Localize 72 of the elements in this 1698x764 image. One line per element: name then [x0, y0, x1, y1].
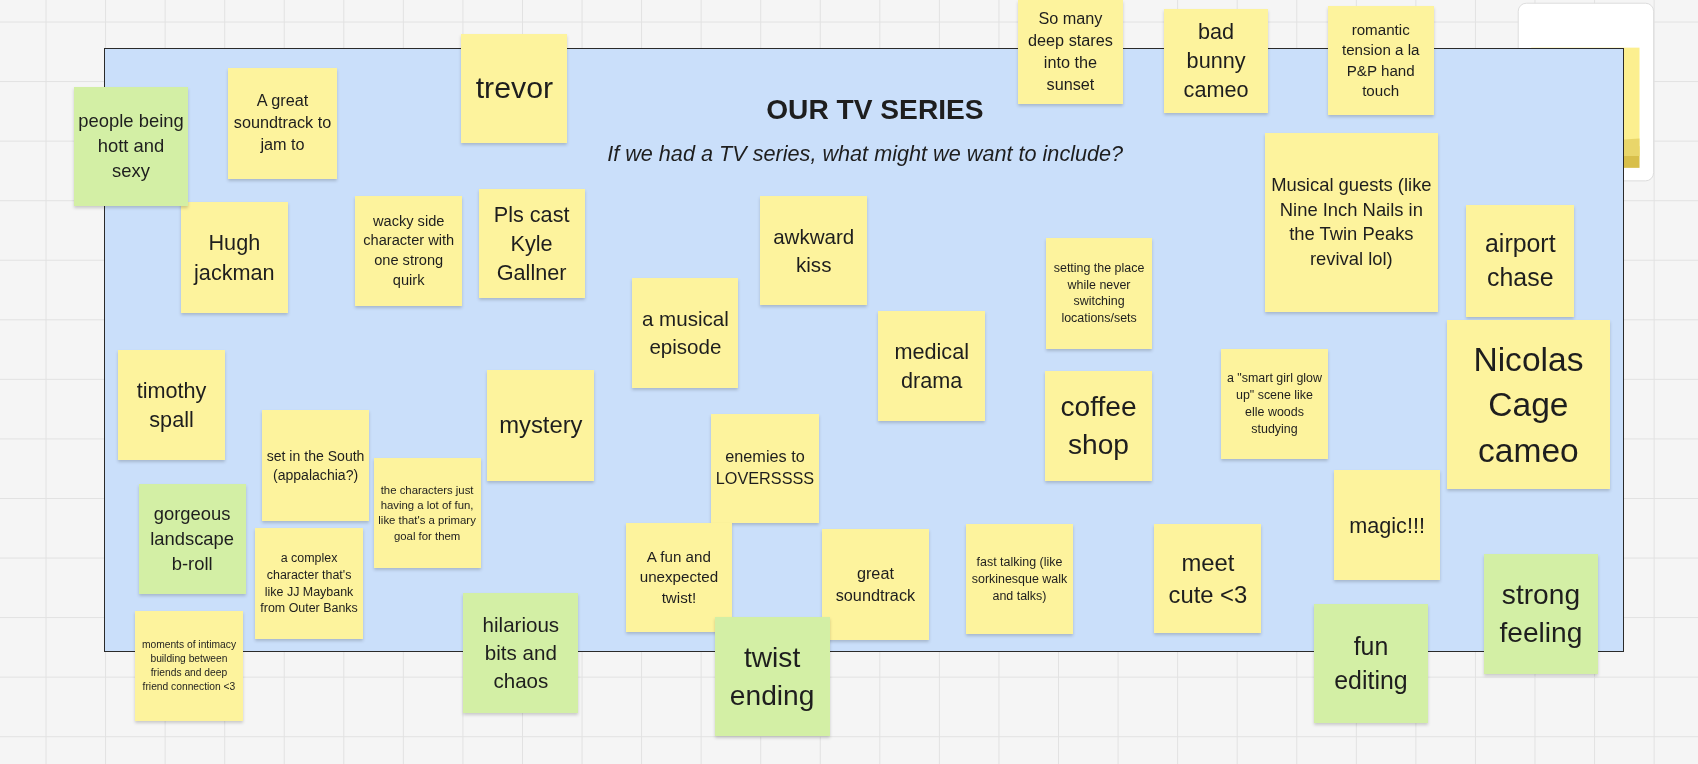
note-text: So many deep stares into the sunset [1027, 8, 1114, 95]
sticky-note [1466, 204, 1575, 318]
note-text: Hugh jackman [192, 229, 276, 287]
sticky-note [1327, 6, 1434, 115]
sticky-note [463, 593, 579, 713]
note-text: moments of intimacy building between friends and deep friend connection <3 [140, 638, 238, 694]
sticky-note [760, 195, 868, 306]
note-text: romantic tension a la P&P hand touch [1340, 19, 1421, 102]
note-text: twist ending [728, 640, 816, 713]
note-text: set in the South (appalachia?) [265, 446, 366, 485]
note-text: setting the place while never switching locations/sets [1052, 259, 1146, 327]
note-text: wacky side character with one strong quirk [362, 211, 456, 290]
board-subtitle: If we had a TV series, what might we want to include? [607, 140, 1124, 167]
sticky-note [1264, 133, 1438, 312]
note-text: coffee shop [1059, 390, 1138, 462]
note-text: strong feeling [1498, 578, 1584, 650]
note-text: Pls cast Kyle Gallner [492, 200, 571, 288]
sticky-note [73, 86, 189, 206]
note-text: A fun and unexpected twist! [638, 546, 720, 608]
sticky-note [228, 68, 337, 179]
note-text: meet cute <3 [1167, 547, 1249, 610]
board-title: OUR TV SERIES [766, 94, 984, 127]
note-text: medical drama [893, 337, 971, 395]
note-text: people being hott and sexy [77, 108, 185, 183]
note-text: a musical episode [640, 306, 730, 360]
sticky-note [965, 524, 1074, 635]
sticky-note [1483, 554, 1599, 674]
note-text: A great soundtrack to jam to [232, 90, 333, 156]
note-text: enemies to LOVERSSSS [715, 446, 815, 490]
sticky-note [180, 202, 288, 313]
note-text: Musical guests (like Nine Inch Nails in the Twin Peaks revival lol) [1270, 172, 1433, 272]
note-text: a complex character that's like JJ Maybank from Outer Banks [259, 550, 359, 618]
note-text: a "smart girl glow up" scene like elle woods studying [1226, 370, 1323, 438]
note-text: timothy spall [135, 376, 208, 434]
sticky-note [1446, 320, 1611, 490]
note-text: trevor [475, 69, 554, 106]
note-text: fun editing [1333, 631, 1409, 696]
note-text: the characters just having a lot of fun, like that's a primary goal for them [377, 482, 477, 544]
sticky-note [255, 528, 363, 639]
note-text: fast talking (like sorkinesque walk and talks) [970, 554, 1069, 605]
sticky-note [1046, 238, 1153, 349]
note-text: awkward kiss [772, 223, 856, 278]
sticky-note [355, 195, 463, 307]
sticky-note [1334, 469, 1441, 581]
sticky-note [714, 617, 830, 737]
sticky-note [1221, 348, 1328, 460]
sticky-note [1313, 604, 1429, 724]
note-text: airport chase [1484, 228, 1557, 293]
note-text: bad bunny cameo [1182, 17, 1250, 105]
sticky-note [138, 483, 246, 595]
sticky-note [1017, 0, 1123, 104]
sticky-note [478, 189, 585, 298]
sticky-note [1044, 371, 1153, 481]
sticky-note [821, 529, 930, 640]
note-text: gorgeous landscape b-roll [149, 501, 236, 576]
sticky-note [625, 522, 732, 633]
note-text: mystery [499, 410, 583, 441]
sticky-note [373, 457, 481, 569]
sticky-note [461, 33, 568, 143]
sticky-note [135, 610, 243, 722]
sticky-note [117, 349, 226, 461]
sticky-note [1164, 8, 1269, 113]
sticky-note [487, 370, 595, 481]
note-text: hilarious bits and chaos [481, 612, 561, 694]
sticky-note [1154, 524, 1262, 634]
sticky-note [632, 278, 739, 388]
note-text: magic!!! [1349, 511, 1425, 540]
sticky-note [261, 410, 370, 521]
note-text: Nicolas Cage cameo [1472, 339, 1585, 471]
sticky-note [711, 413, 819, 523]
note-text: great soundtrack [834, 562, 917, 606]
sticky-note [878, 310, 986, 422]
